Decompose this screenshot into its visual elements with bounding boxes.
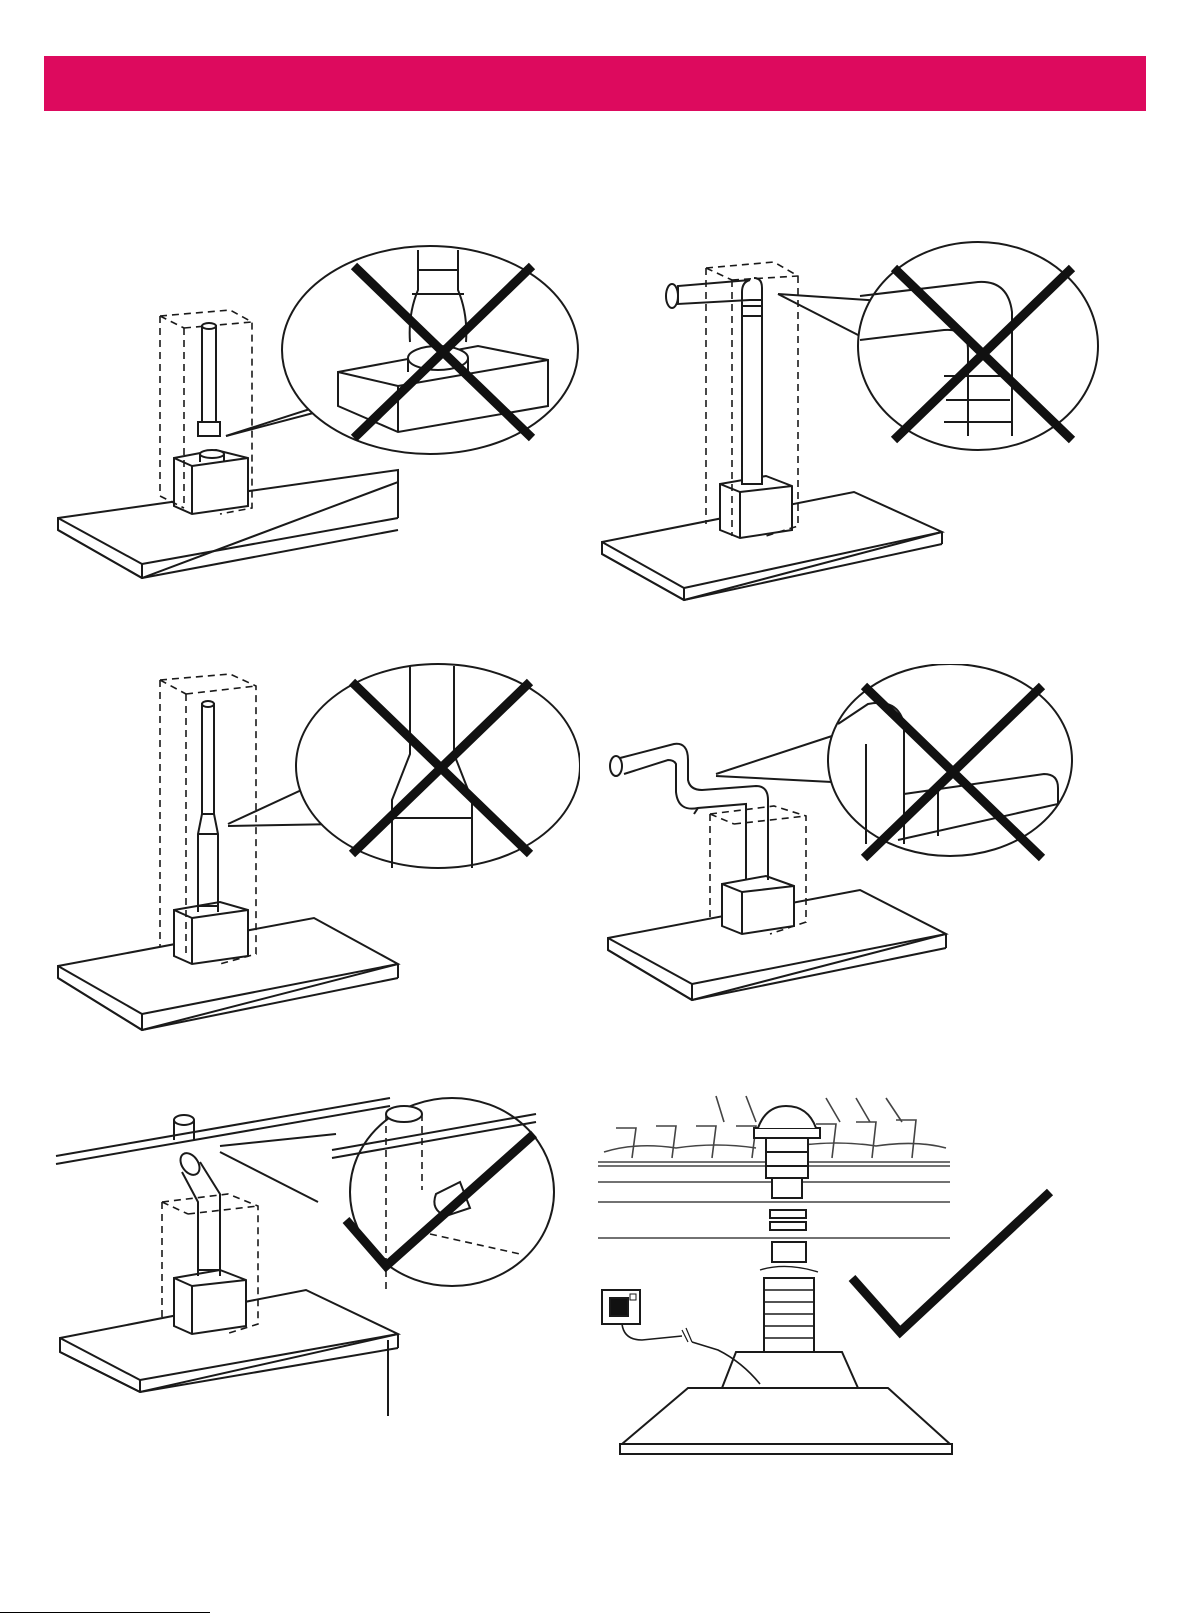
check-mark-icon <box>846 1186 1056 1342</box>
cross-mark-icon <box>888 262 1078 446</box>
cross-mark-icon <box>346 676 536 860</box>
header-bar <box>44 56 1146 111</box>
footer-rule <box>0 1612 210 1613</box>
cross-mark-icon <box>348 260 538 444</box>
check-mark-icon <box>340 1128 540 1278</box>
cross-mark-icon <box>858 680 1048 864</box>
